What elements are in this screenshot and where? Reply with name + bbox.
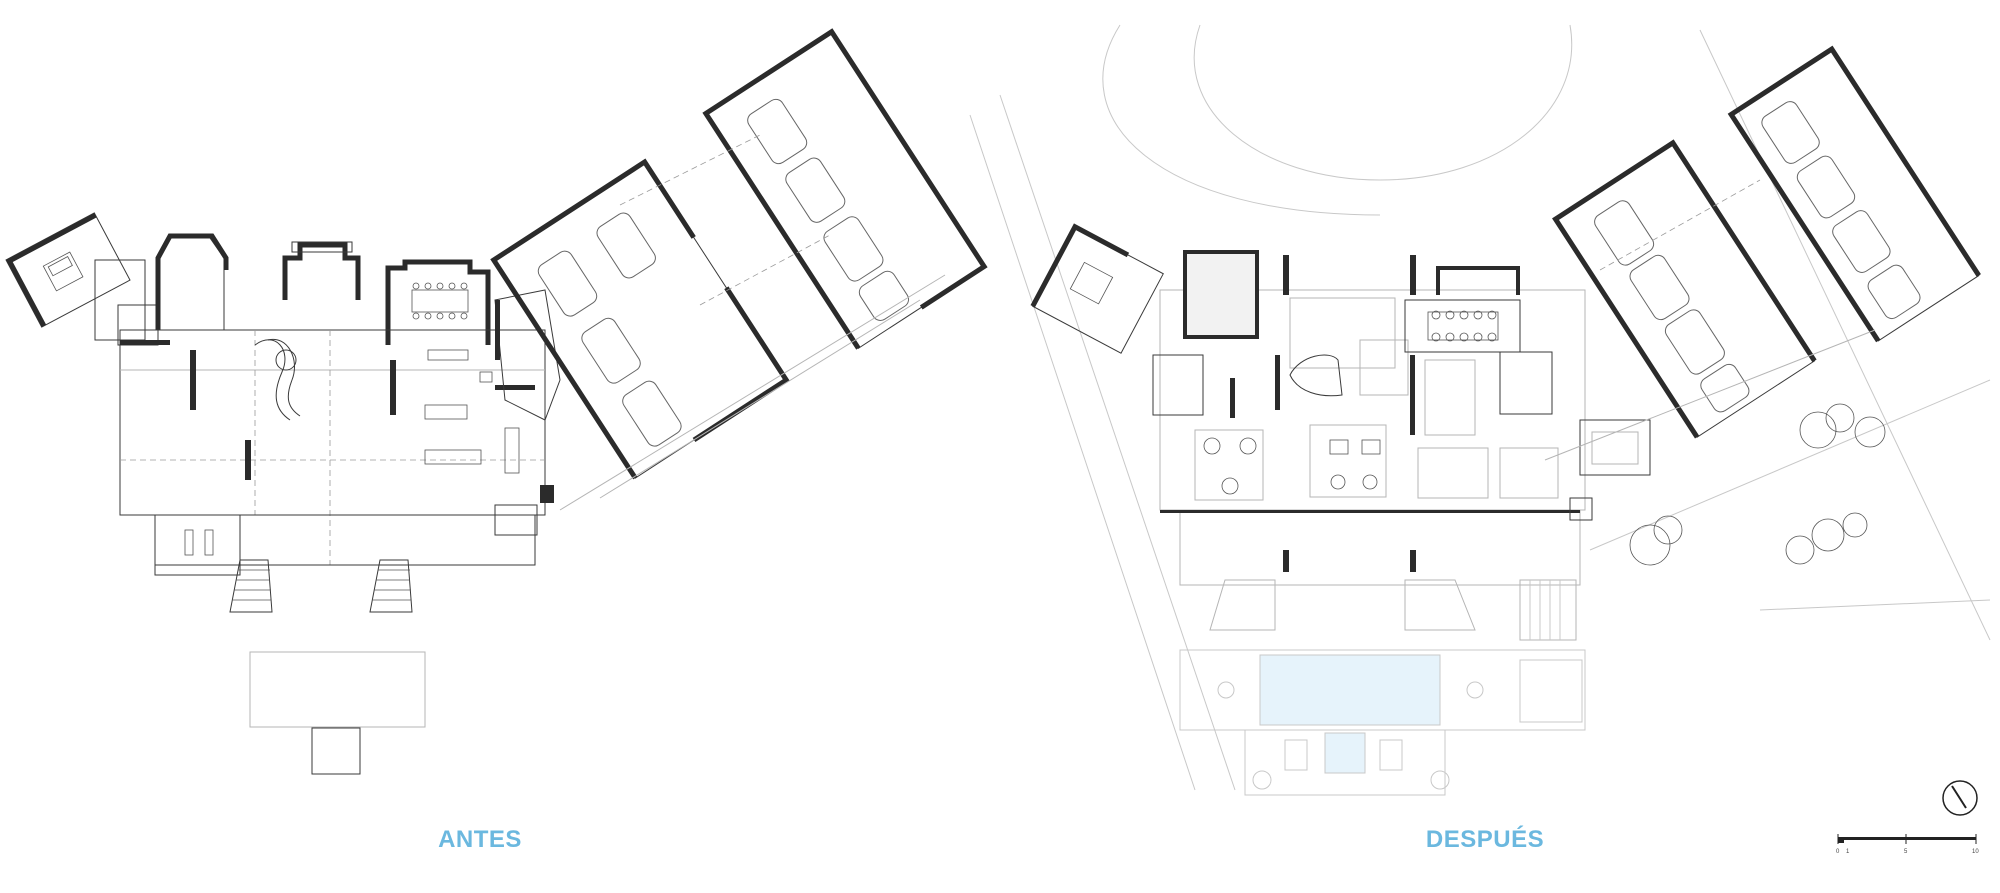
- scale-tick-10: 10: [1972, 849, 1979, 855]
- after-garage-2: [1727, 45, 1981, 343]
- label-after: DESPUÉS: [1425, 826, 1545, 853]
- after-front-stairs: [1209, 579, 1577, 641]
- scale-tick-1: 1: [1846, 849, 1850, 855]
- scale-bar: 0 1 5 10: [1836, 834, 1979, 855]
- before-front-stairs: [229, 559, 413, 613]
- after-pool-terrace: [1179, 649, 1586, 796]
- plan-before: [5, 28, 988, 775]
- before-garage-2: [702, 28, 988, 350]
- scale-tick-5: 5: [1904, 849, 1908, 855]
- north-arrow-icon: [1942, 780, 1978, 816]
- after-bedroom-wing: [1030, 223, 1164, 354]
- after-trees: [1629, 403, 1886, 566]
- scale-tick-0: 0: [1836, 849, 1840, 855]
- before-garage-1: [490, 158, 790, 480]
- after-garage-1: [1552, 139, 1817, 439]
- plan-after: [969, 24, 1991, 796]
- label-before: ANTES: [438, 826, 522, 853]
- before-bedroom-wing: [5, 212, 131, 328]
